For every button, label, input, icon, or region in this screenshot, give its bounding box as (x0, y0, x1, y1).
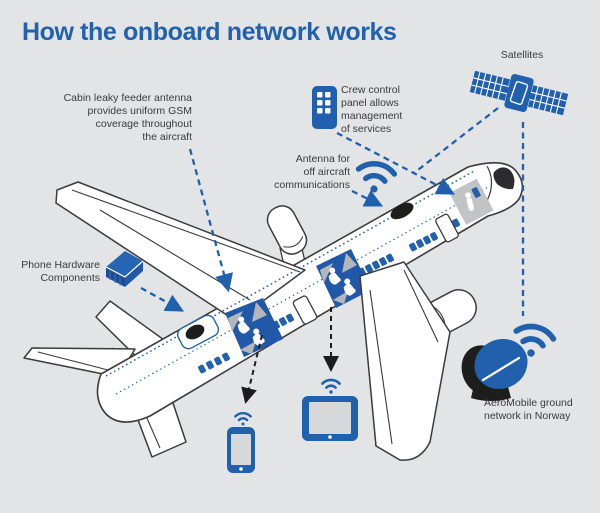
page-title: How the onboard network works (22, 18, 397, 46)
left-wing (55, 181, 306, 322)
far-engine (266, 205, 308, 255)
tail-antenna-oval (185, 324, 205, 340)
antenna-label: Antenna for off aircraft communications (274, 153, 350, 192)
satellite-icon (469, 70, 569, 116)
right-wing (359, 261, 451, 461)
crew-area-cutaway (449, 178, 494, 225)
antenna-connector (351, 189, 384, 207)
satellite-to-plane-connector (413, 107, 499, 174)
tablet-icon (302, 396, 358, 441)
hardware-connector (140, 286, 185, 312)
crew-panel-icon (312, 86, 337, 129)
front-door (435, 213, 459, 243)
smartphone-wifi-icon (234, 412, 252, 427)
crew-panel-connector (336, 131, 456, 195)
leaky-feeder-line (105, 169, 477, 377)
leaky-feeder-label: Cabin leaky feeder antenna provides unif… (63, 92, 192, 144)
satellites-label: Satellites (500, 49, 544, 61)
phone-hardware-label: Phone Hardware Components (21, 259, 100, 285)
ground-network-label: AeroMobile ground network in Norway (484, 397, 573, 423)
antenna-wifi-icon (356, 161, 396, 195)
cabin-cutaway-mid (316, 249, 371, 308)
cockpit-windshield (493, 167, 515, 190)
satellite-dish-icon (461, 339, 528, 401)
cabin-to-phone-connector (241, 334, 263, 404)
cabin-cutaway-rear (225, 298, 283, 357)
airplane-cutaway-illustration (23, 162, 524, 461)
tablet-wifi-icon (321, 378, 341, 396)
fuselage (96, 162, 524, 423)
cabin-door (292, 295, 318, 325)
off-aircraft-antenna-oval (390, 202, 414, 220)
crew-control-label: Crew control panel allows management of … (341, 84, 403, 136)
smartphone-icon (227, 427, 255, 473)
leaky-feeder-connector (188, 148, 233, 293)
hardware-box-icon (105, 251, 144, 287)
